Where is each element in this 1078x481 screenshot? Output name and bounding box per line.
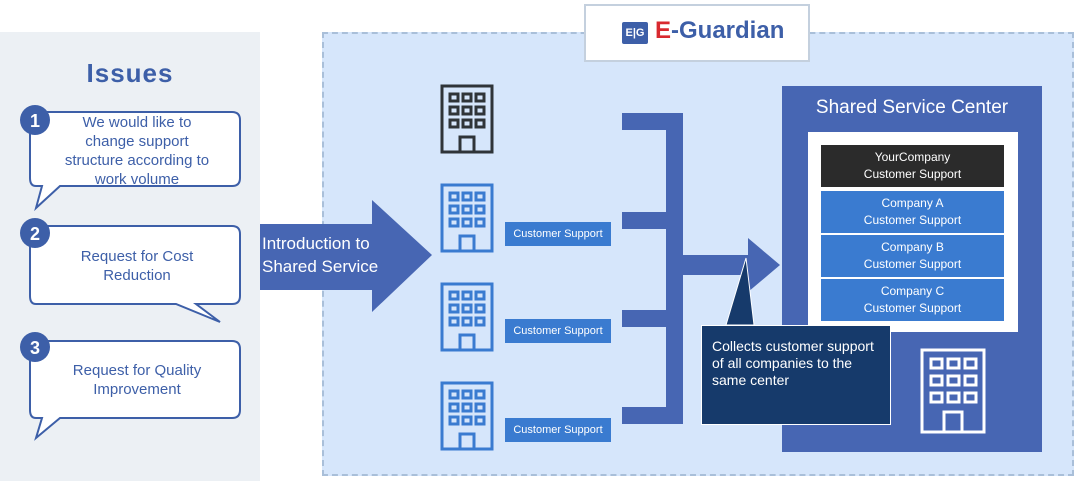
logo-rest: -Guardian [671,17,785,44]
customer-support-label: Customer Support [505,418,611,442]
issue-badge-1: 1 [20,105,50,135]
customer-support-label: Customer Support [505,319,611,343]
issue-text-2: Request for Cost Reduction [80,248,194,284]
logo-first-letter: E [655,17,672,44]
ssc-row-company: YourCompany [874,150,951,164]
ssc-row-company: Company A [881,196,944,210]
issue-text-3: Request for Quality Improvement [72,362,202,398]
ssc-building-icon [920,348,986,434]
ssc-row-yourcompany: YourCompany Customer Support [821,145,1004,187]
ssc-row-service: Customer Support [863,301,962,315]
collector-connector [622,113,780,424]
building-icon [440,381,494,451]
ssc-row-company-a: Company A Customer Support [821,191,1004,233]
logo-box [584,4,810,62]
building-icon [440,183,494,253]
introduction-arrow-label: Introduction to Shared Service [262,234,379,276]
ssc-row-company: Company B [881,240,944,254]
customer-support-label: Customer Support [505,222,611,246]
shared-service-center-title: Shared Service Center [815,97,1009,118]
issue-badge-2: 2 [20,218,50,248]
ssc-row-company: Company C [880,284,945,298]
issue-badge-3: 3 [20,332,50,362]
ssc-row-company-b: Company B Customer Support [821,235,1004,277]
ssc-row-service: Customer Support [863,257,962,271]
issue-number-1: 1 [30,111,40,131]
issue-text-1: We would like to change support structur… [64,114,210,188]
issue-number-3: 3 [30,338,40,358]
callout-box: Collects customer support of all compani… [701,325,891,425]
ssc-row-service: Customer Support [863,213,962,227]
logo-mark-icon: E|G [622,22,648,44]
ssc-row-company-c: Company C Customer Support [821,279,1004,321]
introduction-arrow [260,200,432,312]
ssc-row-service: Customer Support [863,167,962,181]
logo-text: E-Guardian [655,17,784,45]
building-icon [440,84,494,154]
issue-number-2: 2 [30,224,40,244]
issues-title: Issues [86,58,174,88]
building-icon [440,282,494,352]
